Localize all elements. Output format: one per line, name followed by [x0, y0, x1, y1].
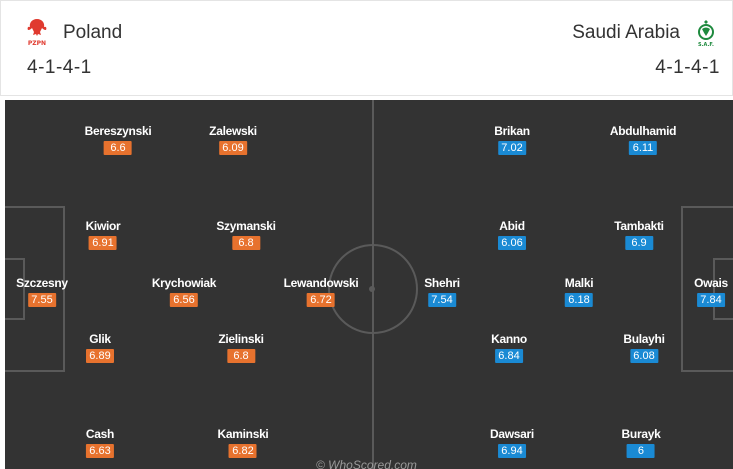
player-rating: 6.89	[86, 349, 114, 363]
player-name: Zielinski	[218, 332, 264, 346]
home-formation: 4-1-4-1	[27, 57, 92, 78]
player-rating: 7.84	[696, 293, 725, 307]
player-name: Abid	[499, 219, 525, 233]
player-away-brikan[interactable]: Brikan 7.02	[494, 124, 530, 156]
player-name: Szymanski	[216, 219, 276, 233]
player-rating: 6.91	[89, 236, 117, 250]
player-rating: 6.9	[625, 236, 653, 250]
player-name: Kanno	[491, 332, 527, 346]
player-away-kanno[interactable]: Kanno 6.84	[491, 332, 527, 364]
center-spot	[369, 286, 375, 292]
away-formation: 4-1-4-1	[655, 57, 720, 78]
player-away-malki[interactable]: Malki 6.18	[565, 276, 594, 308]
player-name: Brikan	[494, 124, 530, 138]
player-away-burayk[interactable]: Burayk 6	[622, 427, 661, 459]
player-name: Abdulhamid	[609, 124, 677, 138]
lineup-header: PZPN Poland 4-1-4-1 Saudi Arabia S.A.F. …	[0, 0, 733, 96]
player-rating: 7.54	[427, 293, 456, 307]
player-name: Krychowiak	[151, 276, 217, 290]
left-penalty-box	[5, 206, 65, 372]
player-away-owais[interactable]: Owais 7.84	[694, 276, 728, 308]
player-name: Lewandowski	[283, 276, 359, 290]
player-away-abid[interactable]: Abid 6.06	[498, 219, 526, 251]
player-rating: 6.08	[630, 349, 658, 363]
player-away-abdulhamid[interactable]: Abdulhamid 6.11	[610, 124, 676, 156]
poland-crest-icon: PZPN	[23, 16, 51, 50]
player-home-glik[interactable]: Glik 6.89	[86, 332, 114, 364]
player-home-cash[interactable]: Cash 6.63	[86, 427, 114, 459]
player-rating: 6.56	[170, 293, 198, 307]
player-home-zalewski[interactable]: Zalewski 6.09	[209, 124, 257, 156]
player-name: Shehri	[424, 276, 460, 290]
player-rating: 6.63	[86, 444, 114, 458]
player-away-bulayhi[interactable]: Bulayhi 6.08	[623, 332, 665, 364]
player-home-szymanski[interactable]: Szymanski 6.8	[216, 219, 276, 251]
player-away-shehri[interactable]: Shehri 7.54	[424, 276, 460, 308]
right-goal-area	[713, 258, 733, 320]
player-name: Bulayhi	[623, 332, 665, 346]
player-home-bereszynski[interactable]: Bereszynski 6.6	[85, 124, 152, 156]
player-name: Burayk	[621, 427, 661, 441]
player-rating: 7.55	[27, 293, 56, 307]
player-rating: 7.02	[498, 141, 526, 155]
svg-text:S.A.F.: S.A.F.	[698, 42, 714, 48]
player-name: Szczesny	[16, 276, 68, 290]
player-rating: 6.8	[226, 349, 255, 363]
player-rating: 6.94	[498, 444, 526, 458]
player-home-zielinski[interactable]: Zielinski 6.8	[218, 332, 264, 364]
player-home-lewandowski[interactable]: Lewandowski 6.72	[284, 276, 359, 308]
player-rating: 6.6	[104, 141, 132, 155]
player-name: Dawsari	[490, 427, 534, 441]
pitch: Bereszynski 6.6 Zalewski 6.09 Kiwior 6.9…	[5, 100, 733, 469]
player-rating: 6.18	[564, 293, 593, 307]
player-rating: 6.09	[218, 141, 247, 155]
player-home-krychowiak[interactable]: Krychowiak 6.56	[152, 276, 216, 308]
player-name: Cash	[85, 427, 115, 441]
player-away-tambakti[interactable]: Tambakti 6.9	[614, 219, 664, 251]
player-home-szczesny[interactable]: Szczesny 7.55	[16, 276, 68, 308]
player-home-kaminski[interactable]: Kaminski 6.82	[218, 427, 269, 459]
center-circle	[328, 244, 418, 334]
player-rating: 6.11	[629, 141, 657, 155]
player-rating: 6	[626, 444, 655, 458]
home-team-name[interactable]: Poland	[63, 22, 123, 43]
player-name: Zalewski	[209, 124, 257, 138]
saudi-arabia-crest-icon: S.A.F.	[692, 16, 720, 50]
player-rating: 6.8	[232, 236, 260, 250]
home-team: PZPN Poland 4-1-4-1	[23, 15, 122, 79]
player-rating: 6.06	[498, 236, 526, 250]
player-name: Glik	[89, 332, 111, 346]
right-penalty-box	[681, 206, 733, 372]
player-name: Malki	[564, 276, 594, 290]
player-rating: 6.84	[495, 349, 523, 363]
player-name: Bereszynski	[84, 124, 152, 138]
away-team: Saudi Arabia S.A.F. 4-1-4-1	[572, 15, 720, 79]
player-name: Owais	[694, 276, 728, 290]
player-name: Kiwior	[85, 219, 121, 233]
watermark: © WhoScored.com	[316, 458, 417, 469]
player-name: Kaminski	[217, 427, 269, 441]
player-home-kiwior[interactable]: Kiwior 6.91	[86, 219, 121, 251]
player-name: Tambakti	[614, 219, 664, 233]
left-goal-area	[5, 258, 25, 320]
player-rating: 6.72	[307, 293, 335, 307]
away-team-name[interactable]: Saudi Arabia	[572, 22, 680, 43]
player-away-dawsari[interactable]: Dawsari 6.94	[490, 427, 534, 459]
player-rating: 6.82	[229, 444, 257, 458]
svg-text:PZPN: PZPN	[28, 40, 46, 47]
